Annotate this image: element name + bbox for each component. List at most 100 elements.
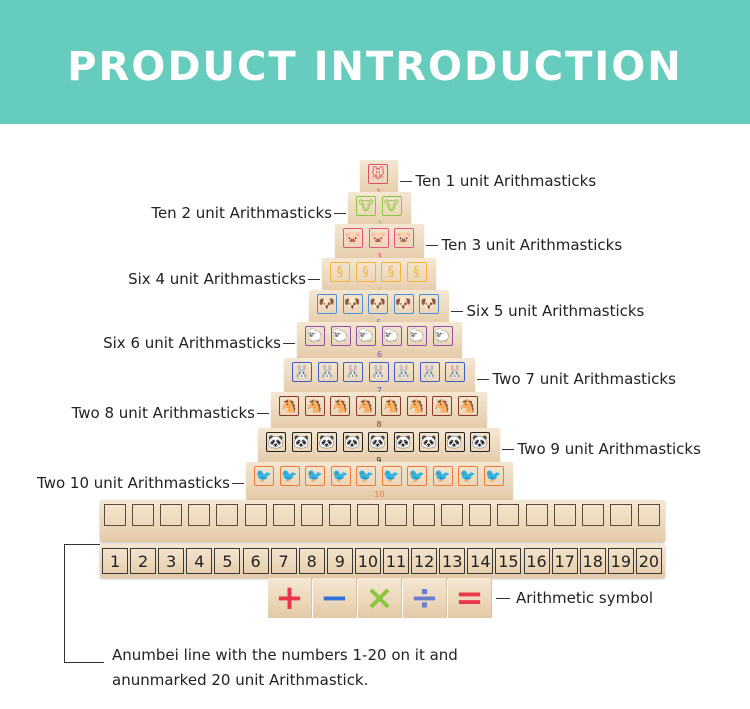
blank-unit-cell [244,504,267,526]
mouse-icon: 🐭 [368,164,388,184]
stick-number: 8 [376,420,382,429]
horse-icon: 🐴 [432,396,452,416]
panda-icon: 🐼 [291,432,312,452]
leader-line [425,245,438,246]
number-cell: 1 [102,548,129,574]
stick-label-7: Two 7 unit Arithmasticks [492,370,676,388]
sheep-icon: 🐑 [407,326,427,346]
horse-icon: 🐴 [406,396,427,416]
number-cell: 10 [354,548,381,574]
blank-unit-cell [160,504,183,526]
blank-unit-cell [413,504,436,526]
blank-unit-cell [637,504,660,526]
bird-icon: 🐦 [356,466,376,486]
stick-label-3: Ten 3 unit Arithmasticks [441,236,623,254]
bird-icon: 🐦 [381,466,402,486]
cow-icon: 🐮 [381,196,402,216]
bracket-bottom [64,662,104,663]
number-cell: 17 [551,548,578,574]
horse-icon: 🐴 [457,396,478,416]
stick-number: 10 [374,490,385,499]
panda-icon: 🐼 [419,432,439,452]
page-title: PRODUCT INTRODUCTION [67,44,683,90]
dog-icon: 🐶 [419,294,439,314]
arithmastick-7: 🐰🐰🐰🐰🐰🐰🐰7 [284,358,475,396]
horse-icon: 🐴 [355,396,376,416]
arithmastick-9: 🐼🐼🐼🐼🐼🐼🐼🐼🐼9 [258,428,500,466]
number-cell: 14 [467,548,494,574]
leader-line [308,279,320,280]
blank-unit-cell [385,504,407,526]
blank-unit-cell [356,504,379,526]
sheep-icon: 🐑 [330,326,351,346]
blank-unit-cell [104,504,126,526]
arithmastick-8: 🐴🐴🐴🐴🐴🐴🐴🐴8 [271,392,487,430]
rabbit-icon: 🐰 [343,362,363,382]
number-cell: 4 [186,548,213,574]
leader-line [334,213,346,214]
stick-label-1: Ten 1 unit Arithmasticks [415,172,597,190]
description-line-1: Anumbei line with the numbers 1-20 on it… [112,646,458,664]
number-cell: 13 [439,548,466,574]
blank-unit-cell [132,504,155,526]
arithmastick-4: §§§§4 [322,258,436,296]
stick-label-8: Two 8 unit Arithmasticks [71,404,255,422]
bird-icon: 🐦 [407,466,427,486]
pig-icon: 🐷 [343,228,363,248]
stick-label-6: Six 6 unit Arithmasticks [103,334,281,352]
blank-unit-cell [300,504,323,526]
sheep-icon: 🐑 [432,326,453,346]
blank-unit-cell [581,504,604,526]
number-line-description: Anumbei line with the numbers 1-20 on it… [112,643,458,693]
number-cell: 15 [495,548,522,574]
number-cell: 9 [326,548,353,574]
symbol-label: Arithmetic symbol [516,589,654,607]
bird-icon: 🐦 [458,466,478,486]
arithmastick-1: 🐭1 [360,160,398,198]
unmarked-20-unit-stick [100,500,665,542]
number-cell: 18 [579,548,606,574]
leader-line [450,311,463,312]
number-cell: 2 [130,548,157,574]
panda-icon: 🐼 [444,432,465,452]
stick-number: 6 [376,350,383,359]
stick-label-10: Two 10 unit Arithmasticks [37,474,230,492]
arithmastick-3: 🐷🐷🐷3 [335,224,424,262]
snake-icon: § [406,262,427,282]
sheep-icon: 🐑 [305,326,325,346]
leader-line [232,483,244,484]
plus-icon: + [268,578,312,618]
number-cell: 11 [383,548,410,574]
stick-number: 3 [376,252,382,261]
bird-icon: 🐦 [279,466,300,486]
horse-icon: 🐴 [381,396,401,416]
number-cell: 7 [270,548,297,574]
cow-icon: 🐮 [356,196,376,216]
sheep-icon: 🐑 [381,326,402,346]
rabbit-icon: 🐰 [419,362,440,382]
sheep-icon: 🐑 [356,326,376,346]
blank-unit-cell [188,504,211,526]
bird-icon: 🐦 [305,466,325,486]
minus-icon: − [313,578,357,618]
blank-unit-cell [553,504,576,526]
leader-line [257,413,269,414]
leader-line [501,449,514,450]
stick-number: 9 [376,456,382,465]
blank-unit-cell [441,504,464,526]
blank-unit-cell [272,504,295,526]
number-cell: 6 [242,548,269,574]
bird-icon: 🐦 [432,466,453,486]
bird-icon: 🐦 [483,466,504,486]
rabbit-icon: 🐰 [394,362,414,382]
panda-icon: 🐼 [317,432,337,452]
dog-icon: 🐶 [342,294,363,314]
blank-unit-cell [609,504,632,526]
horse-icon: 🐴 [279,396,299,416]
arithmastick-10: 🐦🐦🐦🐦🐦🐦🐦🐦🐦🐦10 [246,462,513,500]
stick-label-5: Six 5 unit Arithmasticks [466,302,645,320]
horse-icon: 🐴 [330,396,350,416]
bird-icon: 🐦 [330,466,351,486]
bracket-top [64,544,100,545]
